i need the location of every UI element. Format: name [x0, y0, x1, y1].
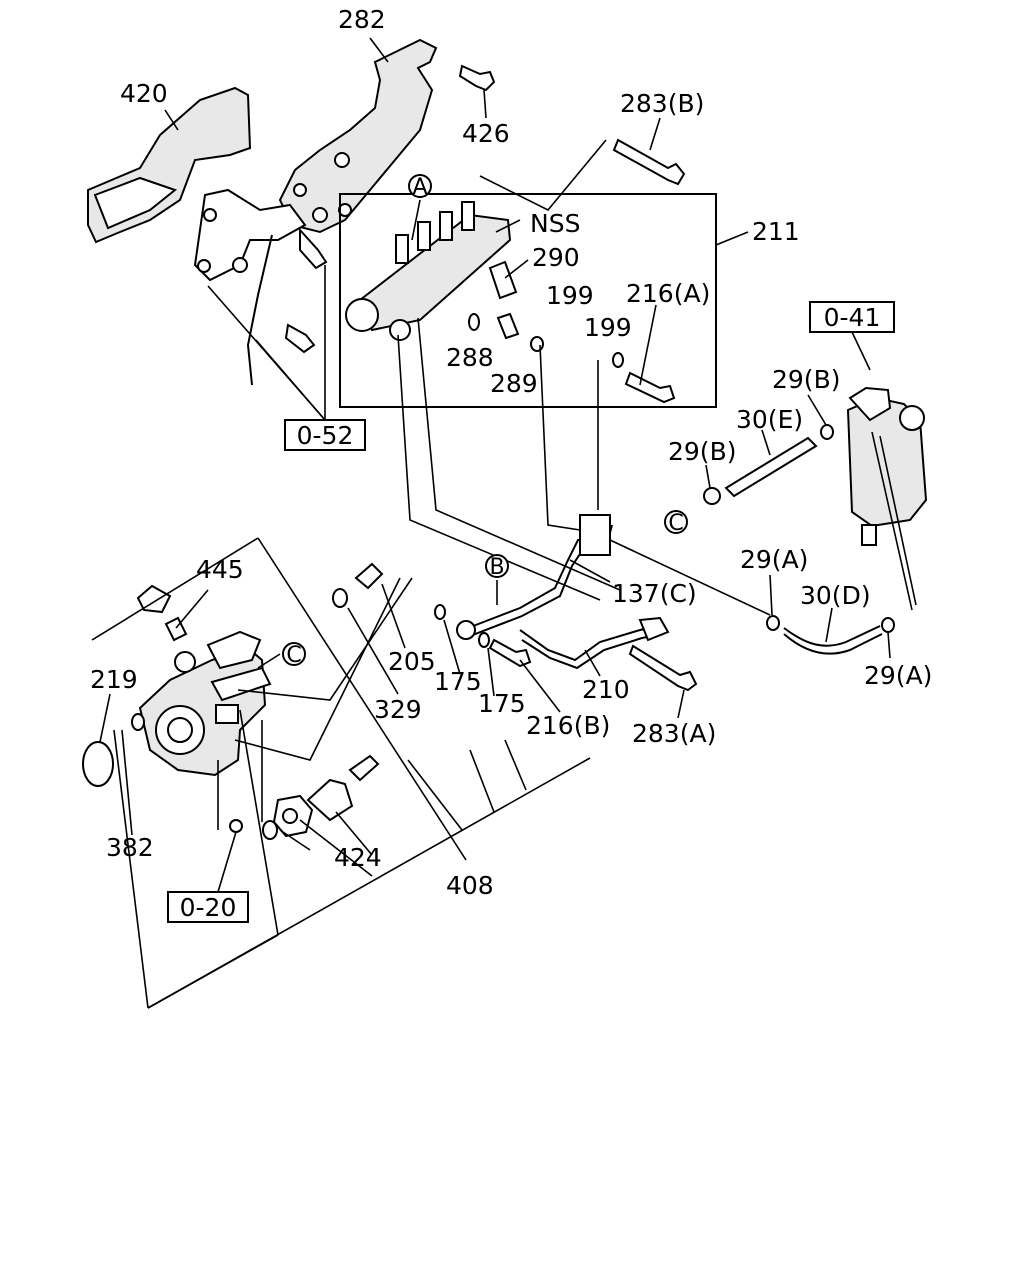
label-424[interactable]: 424: [334, 843, 382, 872]
label-290[interactable]: 290: [532, 243, 580, 272]
label-29a-bottom[interactable]: 29(A): [864, 661, 932, 690]
label-199-a[interactable]: 199: [546, 281, 594, 310]
fitting-205: [354, 562, 384, 590]
label-175-a[interactable]: 175: [434, 667, 482, 696]
supply-pump: [131, 630, 272, 777]
common-rail-box: [339, 193, 717, 408]
o-ring-329: [332, 588, 348, 608]
ref-box-0-41[interactable]: 0-41: [809, 301, 895, 333]
label-30d[interactable]: 30(D): [800, 581, 871, 610]
engine-bracket-282: [193, 38, 438, 282]
label-445[interactable]: 445: [196, 555, 244, 584]
label-216b[interactable]: 216(B): [526, 711, 610, 740]
label-137c[interactable]: 137(C): [612, 579, 697, 608]
label-211[interactable]: 211: [752, 217, 800, 246]
clip-29b-left: [703, 487, 721, 505]
bolt-216b: [488, 638, 532, 668]
bracket-52-brace: [246, 227, 328, 386]
label-199-b[interactable]: 199: [584, 313, 632, 342]
marker-c-left-label: C: [668, 511, 683, 536]
fuel-pipe-210: [519, 616, 670, 670]
label-216a[interactable]: 216(A): [626, 279, 710, 308]
label-nss[interactable]: NSS: [530, 209, 580, 238]
bolt-426: [458, 64, 496, 92]
leader-lines: [91, 37, 917, 1009]
clip-29b-top: [820, 424, 834, 440]
label-408[interactable]: 408: [446, 871, 494, 900]
label-283a[interactable]: 283(A): [632, 719, 716, 748]
label-288[interactable]: 288: [446, 343, 494, 372]
fuel-filter: [846, 386, 928, 546]
hose-30d: [783, 625, 883, 655]
marker-a-label: A: [412, 175, 427, 200]
bolt-283b: [612, 138, 686, 186]
fuel-pipe-137c: [456, 514, 613, 640]
label-30e[interactable]: 30(E): [736, 405, 803, 434]
label-329[interactable]: 329: [374, 695, 422, 724]
valve-424: [262, 754, 380, 840]
common-rail-211: [345, 201, 676, 404]
marker-c-pump: C: [282, 642, 306, 668]
washers-175: [434, 604, 490, 648]
sensor-445: [136, 584, 188, 642]
label-382[interactable]: 382: [106, 833, 154, 862]
washer-020: [229, 819, 243, 833]
label-420[interactable]: 420: [120, 79, 168, 108]
label-29a-top[interactable]: 29(A): [740, 545, 808, 574]
marker-a: A: [408, 174, 432, 200]
ref-0-52-label: 0-52: [297, 421, 354, 450]
marker-b: B: [485, 554, 509, 580]
ref-0-20-label: 0-20: [180, 893, 237, 922]
label-219[interactable]: 219: [90, 665, 138, 694]
o-ring-219: [82, 741, 114, 787]
label-289[interactable]: 289: [490, 369, 538, 398]
ref-0-41-label: 0-41: [824, 303, 881, 332]
marker-c-pump-label: C: [286, 643, 301, 668]
part-labels: 282 420 426 283(B) NSS 211 290 199 216(A…: [90, 5, 932, 900]
label-29b-left[interactable]: 29(B): [668, 437, 736, 466]
label-282[interactable]: 282: [338, 5, 386, 34]
label-29b-top[interactable]: 29(B): [772, 365, 840, 394]
ref-box-0-20[interactable]: 0-20: [167, 891, 249, 923]
label-210[interactable]: 210: [582, 675, 630, 704]
label-426[interactable]: 426: [462, 119, 510, 148]
ref-box-0-52[interactable]: 0-52: [284, 419, 366, 451]
label-283b[interactable]: 283(B): [620, 89, 704, 118]
marker-b-label: B: [489, 555, 504, 580]
hose-30e: [724, 436, 818, 498]
label-205[interactable]: 205: [388, 647, 436, 676]
marker-c-left: C: [664, 510, 688, 536]
label-175-b[interactable]: 175: [478, 689, 526, 718]
bolt-283a: [628, 644, 698, 692]
